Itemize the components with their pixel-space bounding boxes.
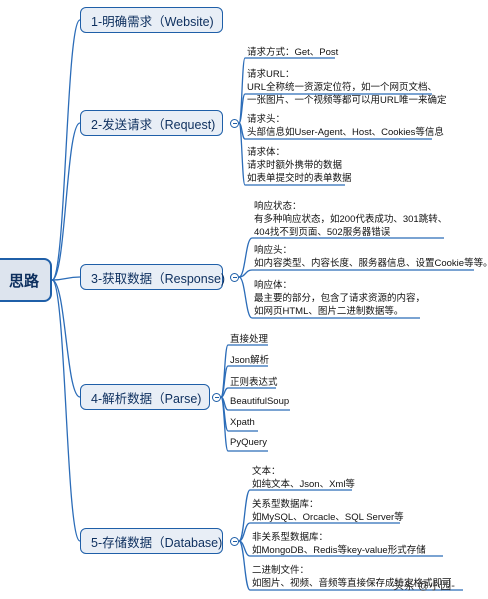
note-line: 文本： bbox=[252, 466, 281, 477]
root-label: 思路 bbox=[8, 272, 39, 290]
note-line: 如内容类型、内容长度、服务器信息、设置Cookie等等。 bbox=[254, 258, 488, 269]
database-connector bbox=[238, 489, 251, 542]
branch-response-label: 3-获取数据（Response) bbox=[91, 271, 226, 286]
db-binary-note: 二进制文件： 如图片、视频、音频等直接保存成特定格式即可 bbox=[252, 564, 452, 590]
note-line: 非关系型数据库： bbox=[252, 532, 329, 543]
note-line: 如MySQL、Orcacle、SQL Server等 bbox=[252, 512, 404, 523]
branch-database[interactable]: 5-存储数据（Database) bbox=[80, 528, 223, 554]
root-branch-connector bbox=[51, 279, 81, 398]
note-line: 如图片、视频、音频等直接保存成特定格式即可 bbox=[252, 578, 452, 589]
branch-website-label: 1-明确需求（Website) bbox=[91, 14, 214, 29]
branch-request[interactable]: 2-发送请求（Request) bbox=[80, 110, 223, 136]
note-line: 如表单提交时的表单数据 bbox=[247, 173, 352, 184]
parse-connector bbox=[220, 396, 229, 452]
note-line: 关系型数据库： bbox=[252, 499, 319, 510]
note-line: 一张图片、一个视频等都可以用URL唯一来确定 bbox=[247, 95, 447, 106]
note-line: 请求头： bbox=[247, 114, 286, 125]
branch-parse-label: 4-解析数据（Parse) bbox=[91, 391, 202, 406]
note-line: 请求时额外携带的数据 bbox=[247, 160, 343, 171]
db-nosql-note: 非关系型数据库： 如MongoDB、Redis等key-value形式存储 bbox=[252, 531, 426, 557]
request-header-note: 请求头： 头部信息如User-Agent、Host、Cookies等信息 bbox=[247, 113, 444, 139]
request-url-note: 请求URL： URL全称统一资源定位符，如一个网页文档、 一张图片、一个视频等都… bbox=[247, 68, 447, 107]
root-branch-connector bbox=[51, 279, 81, 542]
note-line: 最主要的部分，包含了请求资源的内容， bbox=[254, 293, 426, 304]
root-branch-connector bbox=[51, 19, 81, 281]
note-line: 响应体： bbox=[254, 280, 293, 291]
collapse-parse-icon[interactable] bbox=[212, 393, 221, 402]
note-line: 如MongoDB、Redis等key-value形式存储 bbox=[252, 545, 426, 556]
note-line: 如纯文本、Json、Xml等 bbox=[252, 479, 355, 490]
parse-item-xpath[interactable]: Xpath bbox=[230, 417, 255, 428]
note-line: URL全称统一资源定位符，如一个网页文档、 bbox=[247, 82, 438, 93]
response-status-note: 响应状态： 有多种响应状态，如200代表成功、301跳转、 404找不到页面、5… bbox=[254, 200, 447, 239]
branch-parse[interactable]: 4-解析数据（Parse) bbox=[80, 384, 210, 410]
note-line: 响应状态： bbox=[254, 201, 302, 212]
note-line: 头部信息如User-Agent、Host、Cookies等信息 bbox=[247, 127, 444, 138]
response-connector bbox=[238, 276, 253, 319]
database-connector bbox=[238, 540, 251, 591]
parse-item-beautifulsoup[interactable]: BeautifulSoup bbox=[230, 396, 290, 407]
note-line: 请求URL： bbox=[247, 69, 295, 80]
branch-website[interactable]: 1-明确需求（Website) bbox=[80, 7, 223, 33]
collapse-request-icon[interactable] bbox=[230, 119, 239, 128]
request-body-note: 请求体： 请求时额外携带的数据 如表单提交时的表单数据 bbox=[247, 146, 352, 185]
request-connector bbox=[238, 122, 246, 186]
database-connector bbox=[238, 522, 251, 542]
note-line: 请求体： bbox=[247, 147, 286, 158]
request-method-note: 请求方式：Get、Post bbox=[247, 46, 338, 59]
root-branch-connector bbox=[51, 122, 81, 281]
request-connector bbox=[238, 93, 246, 124]
parse-item-json[interactable]: Json解析 bbox=[230, 355, 270, 366]
branch-request-label: 2-发送请求（Request) bbox=[91, 117, 216, 132]
note-line: 404找不到页面、502服务器错误 bbox=[254, 227, 391, 238]
root-node[interactable]: 思路 bbox=[0, 258, 52, 302]
collapse-response-icon[interactable] bbox=[230, 273, 239, 282]
db-relational-note: 关系型数据库： 如MySQL、Orcacle、SQL Server等 bbox=[252, 498, 404, 524]
response-header-note: 响应头： 如内容类型、内容长度、服务器信息、设置Cookie等等。 bbox=[254, 244, 488, 270]
note-line: 请求方式：Get、Post bbox=[247, 47, 339, 58]
response-connector bbox=[238, 237, 253, 278]
note-line: 如网页HTML、图片二进制数据等。 bbox=[254, 306, 404, 317]
watermark: 头条 @小园- bbox=[393, 580, 455, 592]
db-text-note: 文本： 如纯文本、Json、Xml等 bbox=[252, 465, 355, 491]
parse-item-pyquery[interactable]: PyQuery bbox=[230, 437, 267, 448]
note-line: 二进制文件： bbox=[252, 565, 310, 576]
note-line: 有多种响应状态，如200代表成功、301跳转、 bbox=[254, 214, 448, 225]
parse-item-regex[interactable]: 正则表达式 bbox=[230, 377, 278, 388]
collapse-database-icon[interactable] bbox=[230, 537, 239, 546]
note-line: 响应头： bbox=[254, 245, 293, 256]
response-body-note: 响应体： 最主要的部分，包含了请求资源的内容， 如网页HTML、图片二进制数据等… bbox=[254, 279, 425, 318]
parse-item-direct[interactable]: 直接处理 bbox=[230, 334, 269, 345]
root-branch-connector bbox=[51, 276, 81, 281]
branch-response[interactable]: 3-获取数据（Response) bbox=[80, 264, 226, 290]
response-connector bbox=[238, 269, 253, 278]
branch-database-label: 5-存储数据（Database) bbox=[91, 535, 223, 550]
